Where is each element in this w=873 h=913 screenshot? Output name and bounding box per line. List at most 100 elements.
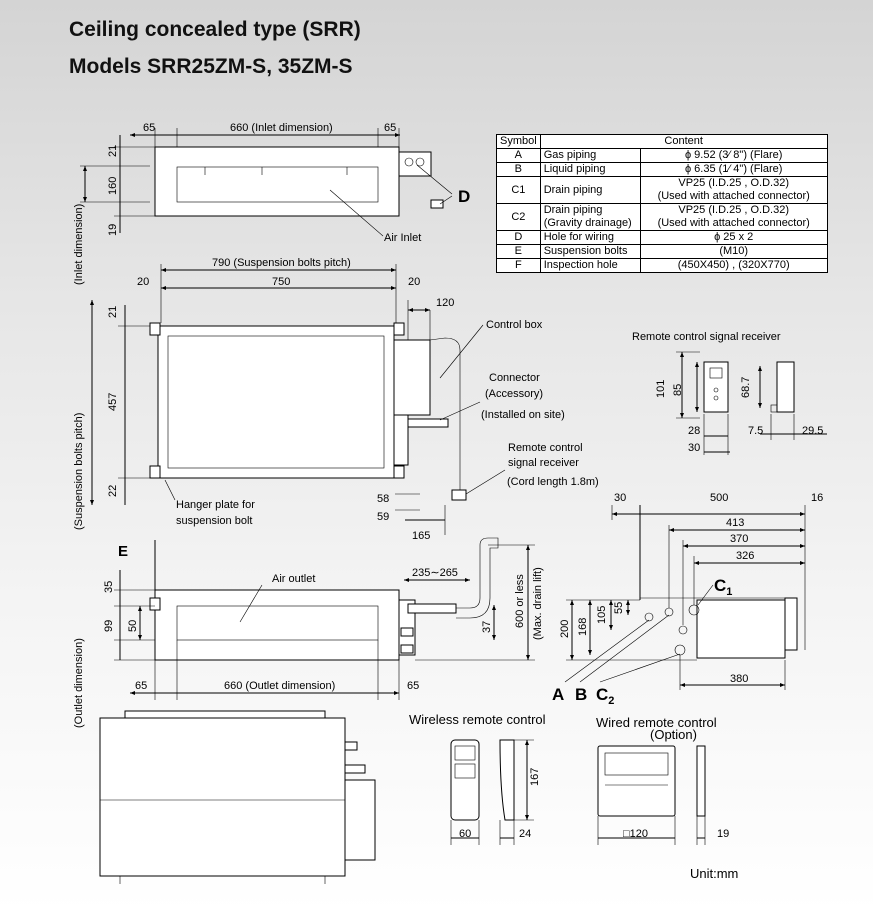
dim-front-65b: 65 xyxy=(407,680,419,692)
bottom-view xyxy=(99,710,376,884)
wired-title: Wired remote control xyxy=(596,715,717,730)
dim-side-168: 168 xyxy=(577,618,589,636)
dim-7-5: 7.5 xyxy=(748,425,763,437)
control-box-callout: Control box xyxy=(486,319,543,331)
dim-plan-120: 120 xyxy=(436,297,454,309)
dim-120-square: □120 xyxy=(623,828,648,840)
wiring-hole-icon xyxy=(404,157,414,167)
dim-101: 101 xyxy=(655,380,667,398)
remote-receiver-plug xyxy=(451,489,467,501)
dim-top-65: 65 xyxy=(143,122,155,134)
top-view: 65 660 (Inlet dimension) 65 21 160 19 (I… xyxy=(73,122,470,285)
dim-plan-20b: 20 xyxy=(408,276,420,288)
receiver-title: Remote control signal receiver xyxy=(632,331,781,343)
plan-view-body xyxy=(157,325,395,479)
side-view: 30 500 16 413 370 326 380 200 168 105 55… xyxy=(552,492,823,707)
row-symbol: C1 xyxy=(496,176,541,204)
dim-left-160: 160 xyxy=(107,177,119,195)
row-name: Drain piping (Gravity drainage) xyxy=(539,203,641,231)
air-inlet-callout: Air Inlet xyxy=(384,232,421,244)
dim-side-105: 105 xyxy=(596,606,608,624)
dim-plan-20: 20 xyxy=(137,276,149,288)
dim-side-16: 16 xyxy=(811,492,823,504)
dim-plan-59: 59 xyxy=(377,511,389,523)
dim-top-65b: 65 xyxy=(384,122,396,134)
dim-side-55: 55 xyxy=(613,602,625,614)
label-a: A xyxy=(552,685,564,704)
row-value: ϕ 25 x 2 xyxy=(639,230,828,245)
dim-600: 600 or less xyxy=(514,574,526,628)
dim-plan-22: 22 xyxy=(107,485,119,497)
dim-side-326: 326 xyxy=(736,550,754,562)
dim-60: 60 xyxy=(459,828,471,840)
dim-plan-58: 58 xyxy=(377,493,389,505)
label-e: E xyxy=(118,543,128,560)
bottom-view-body xyxy=(99,717,346,877)
label-c2: C2 xyxy=(596,685,614,707)
label-d: D xyxy=(458,187,470,206)
receiver-front xyxy=(703,361,729,413)
remote-receiver-drawing: Remote control signal receiver 101 85 68… xyxy=(632,331,827,455)
wired-remote: Wired remote control (Option) □120 19 xyxy=(596,715,729,845)
dim-outlet-660: 660 (Outlet dimension) xyxy=(224,680,335,692)
page-subtitle: Models SRR25ZM-S, 35ZM-S xyxy=(69,55,353,78)
dim-side-370: 370 xyxy=(730,533,748,545)
gas-pipe-icon xyxy=(644,612,654,622)
dim-side-30: 30 xyxy=(614,492,626,504)
row-name: Inspection hole xyxy=(539,258,641,273)
row-symbol: F xyxy=(496,258,541,273)
dim-235-265: 235∼265 xyxy=(412,567,458,579)
dim-50: 50 xyxy=(127,620,139,632)
front-view: E Air outlet 35 99 50 (Outlet dimension)… xyxy=(73,537,544,728)
dim-29-5: 29.5 xyxy=(802,425,823,437)
dim-35: 35 xyxy=(103,581,115,593)
wired-remote-front xyxy=(597,745,676,817)
wired-remote-side xyxy=(696,745,706,817)
dim-plan-21: 21 xyxy=(107,306,119,318)
receiver-side xyxy=(776,361,795,413)
dim-pitch-790: 790 (Suspension bolts pitch) xyxy=(212,257,351,269)
remote-receiver-callout: Remote control xyxy=(508,442,583,454)
inlet-dimension-label: (Inlet dimension) xyxy=(73,204,85,285)
label-c1: C1 xyxy=(714,576,732,598)
dim-side-500: 500 xyxy=(710,492,728,504)
air-outlet-callout: Air outlet xyxy=(272,573,315,585)
outlet-dimension-label: (Outlet dimension) xyxy=(73,638,85,728)
installed-callout: (Installed on site) xyxy=(481,409,565,421)
dim-side-413: 413 xyxy=(726,517,744,529)
label-b: B xyxy=(575,685,587,704)
dim-167: 167 xyxy=(529,768,541,786)
front-view-body xyxy=(154,589,400,661)
header-symbol: Symbol xyxy=(496,134,541,149)
dim-28: 28 xyxy=(688,425,700,437)
liquid-pipe-icon xyxy=(664,607,674,617)
wiring-hole-icon xyxy=(415,157,425,167)
hanger-callout: Hanger plate for xyxy=(176,499,255,511)
control-box xyxy=(393,339,431,416)
dim-85: 85 xyxy=(672,384,684,396)
plan-view: 790 (Suspension bolts pitch) 20 750 20 1… xyxy=(73,257,599,542)
dim-24: 24 xyxy=(519,828,531,840)
cord-callout: (Cord length 1.8m) xyxy=(507,476,599,488)
dim-30: 30 xyxy=(688,442,700,454)
dim-19: 19 xyxy=(717,828,729,840)
dim-max-lift: (Max. drain lift) xyxy=(532,567,544,640)
dim-plan-750: 750 xyxy=(272,276,290,288)
connector-callout-2: (Accessory) xyxy=(485,388,543,400)
dim-plan-457: 457 xyxy=(107,393,119,411)
top-view-body xyxy=(154,146,400,217)
air-inlet-opening xyxy=(176,166,379,203)
dim-37: 37 xyxy=(481,621,493,633)
page-title: Ceiling concealed type (SRR) xyxy=(69,18,361,41)
connector-callout: Connector xyxy=(489,372,540,384)
wireless-remote: Wireless remote control 167 60 24 xyxy=(409,712,546,845)
unit-label: Unit:mm xyxy=(690,866,739,881)
dim-side-200: 200 xyxy=(559,620,571,638)
dim-front-65: 65 xyxy=(135,680,147,692)
